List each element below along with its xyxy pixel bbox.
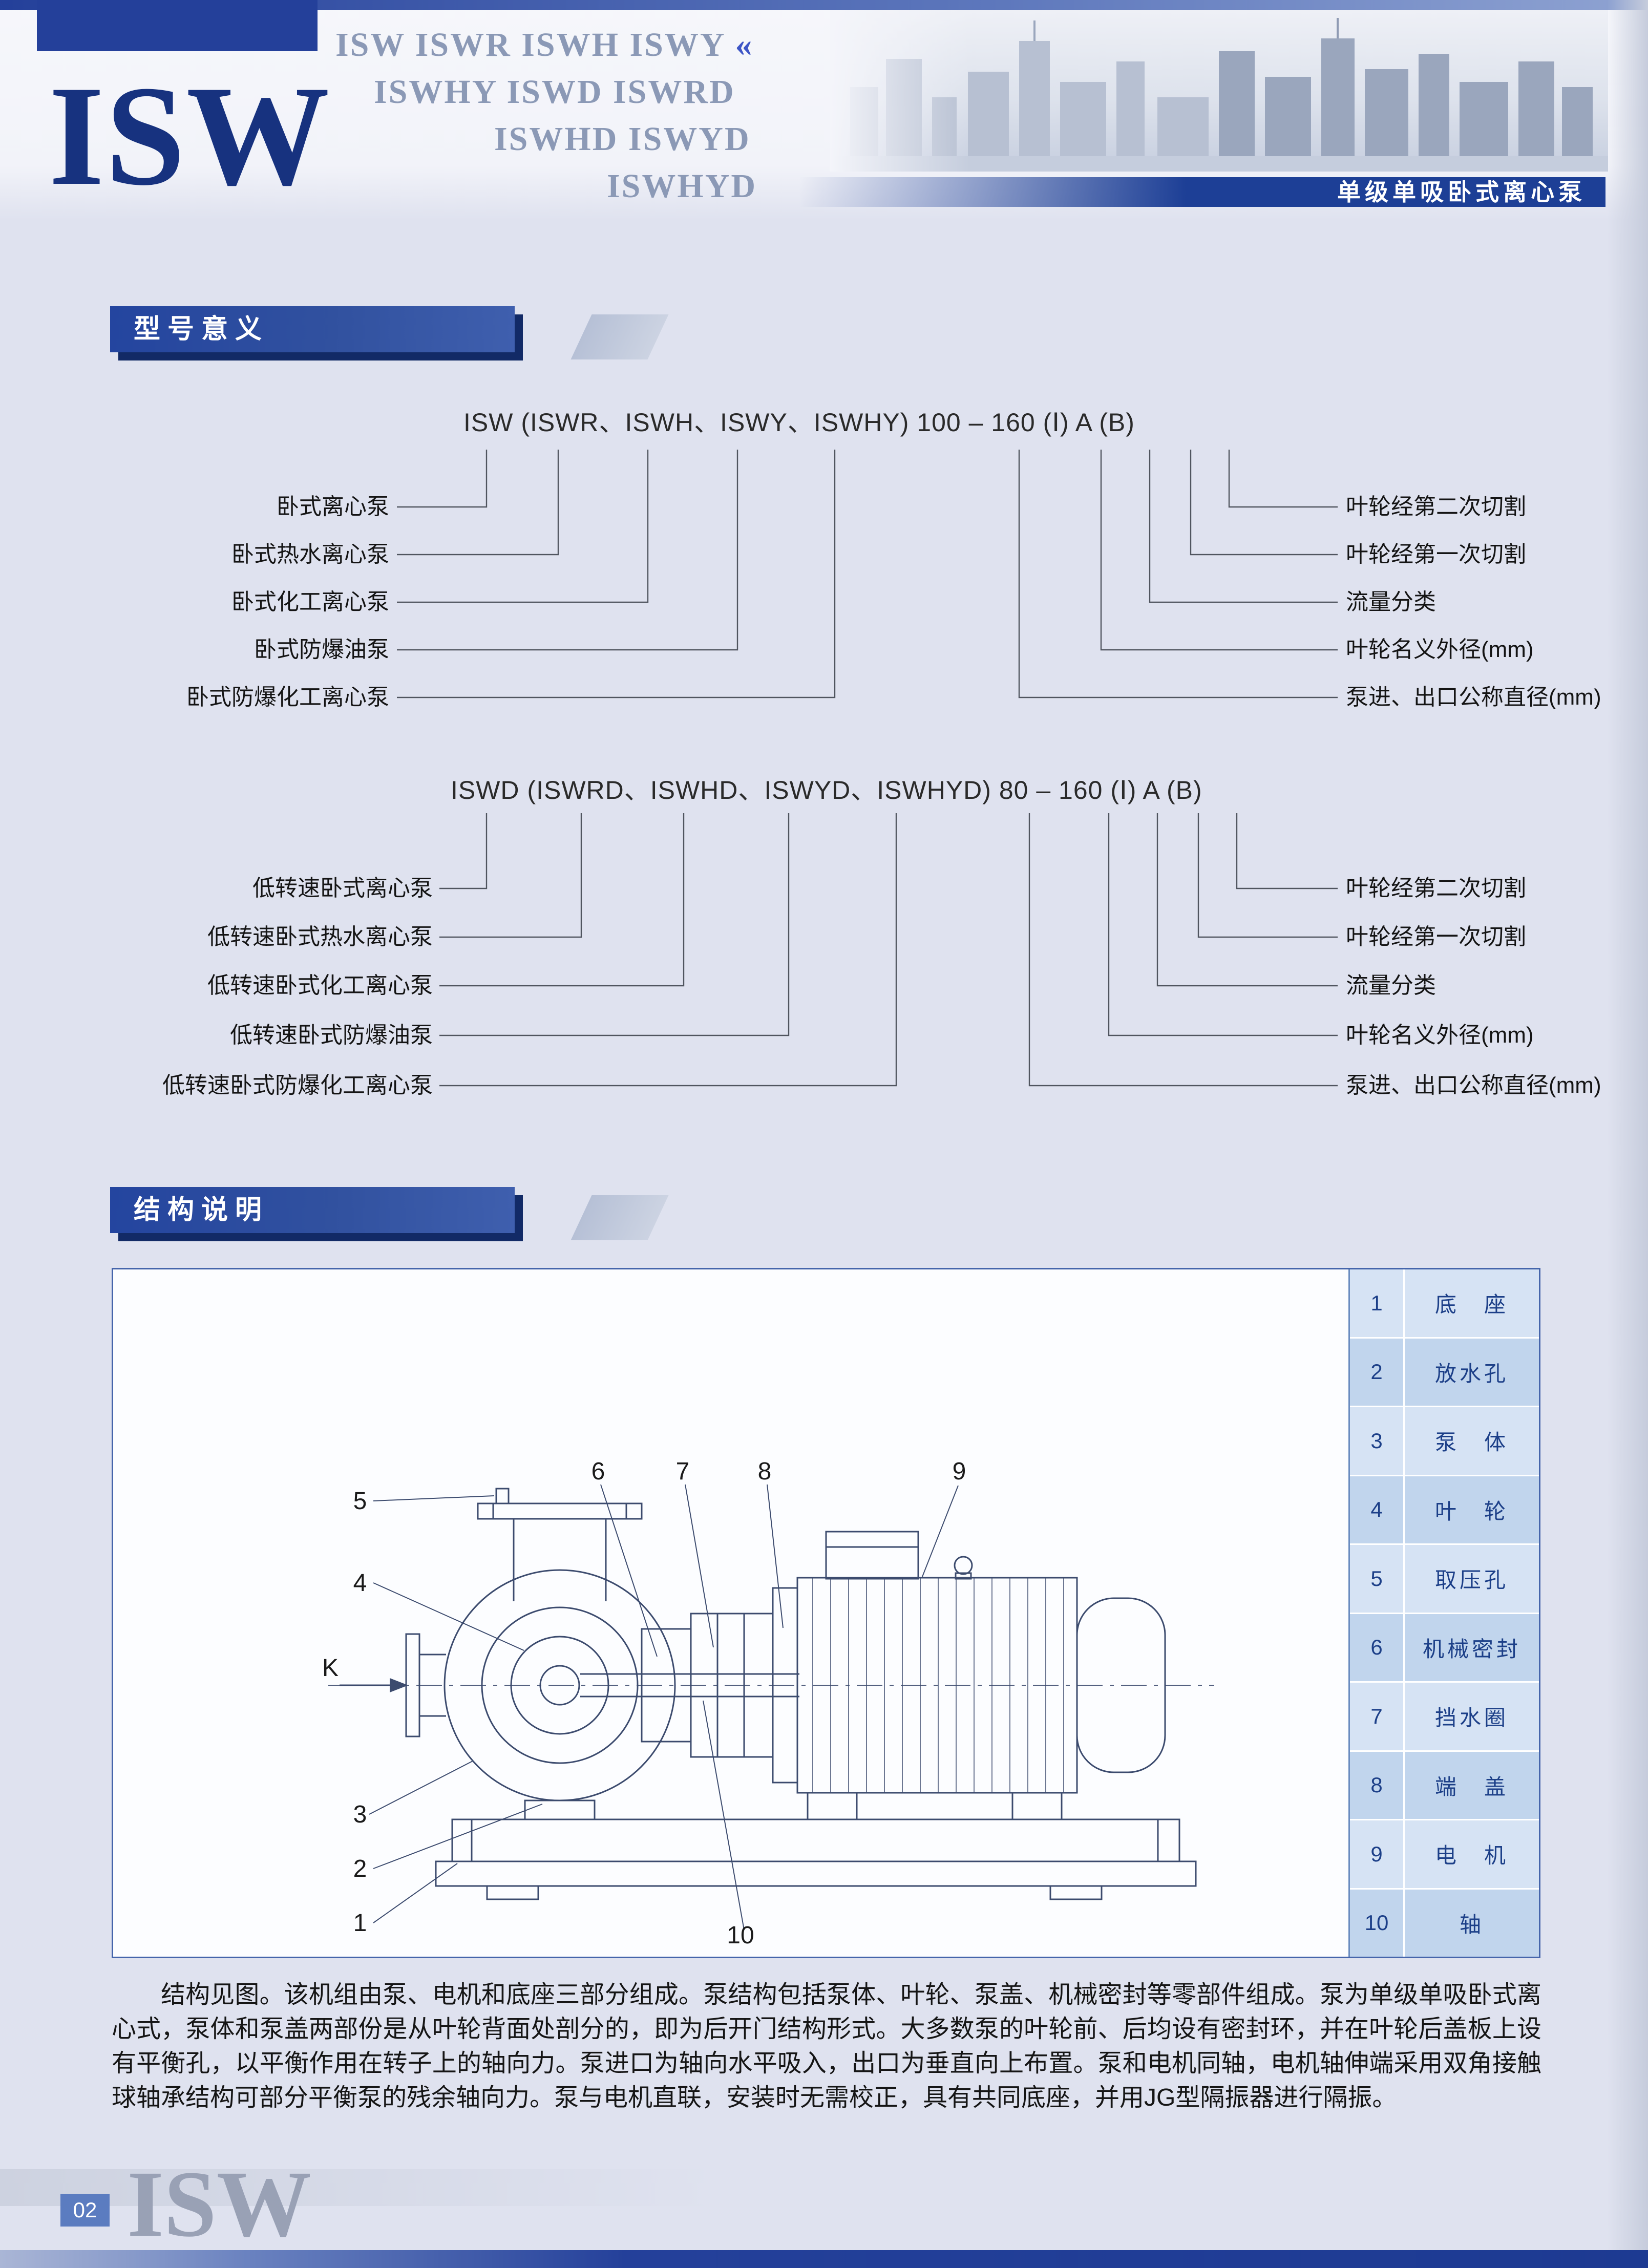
part-name: 取压孔	[1434, 1568, 1509, 1593]
section-title: 结构说明	[134, 1195, 269, 1225]
footer-logo: ISW	[127, 2152, 311, 2257]
header-model-line: ISW ISWR ISWH ISWY«	[335, 22, 855, 69]
part-number: 4	[1350, 1476, 1405, 1543]
callout-1: 1	[353, 1910, 367, 1937]
part-name: 底 座	[1434, 1292, 1509, 1317]
model-component-label: 泵进、出口公称直径(mm)	[1346, 1073, 1601, 1098]
photo-fade-overlay	[830, 10, 1608, 172]
callout-6: 6	[591, 1458, 605, 1485]
part-number: 6	[1350, 1614, 1405, 1681]
part-number: 9	[1350, 1820, 1405, 1888]
heading-tail-decor	[571, 314, 669, 359]
model-diagram-1-lines	[397, 450, 1338, 698]
model-component-label: 低转速卧式防爆化工离心泵	[162, 1073, 433, 1098]
callout-9: 9	[953, 1458, 966, 1485]
brand-logo: ISW	[49, 56, 331, 215]
callout-leader-lines	[369, 1484, 959, 1931]
part-number: 3	[1350, 1407, 1405, 1475]
model-component-label: 卧式化工离心泵	[231, 589, 389, 614]
parts-row: 7 挡水圈	[1350, 1683, 1539, 1752]
part-name: 放水孔	[1434, 1361, 1509, 1386]
model-component-label: 卧式防爆化工离心泵	[186, 685, 389, 710]
callout-8: 8	[758, 1458, 772, 1485]
callout-7: 7	[676, 1458, 690, 1485]
header-model-line: ISWHYD	[607, 167, 757, 205]
parts-row: 4 叶 轮	[1350, 1476, 1539, 1545]
section-heading-structure: 结构说明	[110, 1187, 673, 1246]
part-name: 端 盖	[1434, 1774, 1509, 1799]
model-component-label: 流量分类	[1346, 589, 1436, 614]
page-edge-shadow	[1607, 0, 1648, 2268]
model-component-label: 叶轮经第二次切割	[1346, 876, 1526, 901]
model-diagram-2-lines	[439, 813, 1338, 1087]
parts-row: 3 泵 体	[1350, 1407, 1539, 1476]
model-component-label: 泵进、出口公称直径(mm)	[1346, 685, 1601, 710]
part-name: 电 机	[1434, 1843, 1509, 1868]
model-component-label: 流量分类	[1346, 973, 1436, 998]
model-designation-2: ISWD (ISWRD、ISWHD、ISWYD、ISWHYD) 80 – 160…	[451, 776, 1202, 804]
header-model-list: ISW ISWR ISWH ISWY« ISWHY ISWD ISWRD ISW…	[318, 22, 855, 210]
header-model-line: ISWHD ISWYD	[494, 120, 751, 158]
part-name: 轴	[1459, 1912, 1484, 1937]
part-number: 8	[1350, 1751, 1405, 1819]
callout-10: 10	[727, 1922, 754, 1949]
part-number: 7	[1350, 1683, 1405, 1750]
page-number-badge: 02	[60, 2194, 110, 2227]
structure-figure: 5 4 K 3 2 1 6 7 8 9 10 1 底 座 2 放水孔 3 泵 体 4 叶…	[112, 1268, 1540, 1958]
part-name: 泵 体	[1434, 1430, 1509, 1455]
page-subtitle: 单级单吸卧式离心泵	[1337, 179, 1586, 205]
parts-table: 1 底 座 2 放水孔 3 泵 体 4 叶 轮 5 取压孔 6 机械密封 7 挡水圈 8 端 盖…	[1348, 1269, 1539, 1957]
callout-2: 2	[353, 1855, 367, 1882]
heading-plate: 结构说明	[110, 1187, 515, 1233]
part-number: 2	[1350, 1338, 1405, 1406]
parts-row: 2 放水孔	[1350, 1338, 1539, 1407]
header-model-line: ISWHY ISWD ISWRD	[374, 73, 735, 111]
model-component-label: 叶轮经第一次切割	[1346, 542, 1526, 567]
model-component-label: 叶轮名义外径(mm)	[1346, 1023, 1534, 1048]
heading-tail-decor	[571, 1195, 669, 1240]
model-component-label: 叶轮经第一次切割	[1346, 924, 1526, 949]
heading-plate: 型号意义	[110, 306, 515, 352]
model-component-label: 低转速卧式热水离心泵	[207, 924, 433, 949]
model-component-label: 低转速卧式防爆油泵	[230, 1023, 433, 1048]
part-name: 机械密封	[1422, 1637, 1521, 1661]
section-title: 型号意义	[134, 314, 269, 344]
model-component-label: 低转速卧式离心泵	[252, 876, 433, 901]
part-name: 挡水圈	[1434, 1706, 1509, 1730]
footer-bar	[0, 2250, 1648, 2268]
model-component-label: 卧式离心泵	[277, 494, 389, 519]
model-designation-1: ISW (ISWR、ISWH、ISWY、ISWHY) 100 – 160 (Ⅰ)…	[463, 408, 1135, 437]
part-number: 10	[1350, 1889, 1405, 1957]
parts-row: 5 取压孔	[1350, 1545, 1539, 1614]
page-subtitle-bar: 单级单吸卧式离心泵	[799, 177, 1605, 207]
top-accent-strip	[0, 0, 1648, 10]
part-number: 5	[1350, 1545, 1405, 1613]
parts-row: 1 底 座	[1350, 1269, 1539, 1339]
section-heading-model-meaning: 型号意义	[110, 306, 673, 365]
callout-k: K	[322, 1655, 339, 1682]
parts-row: 6 机械密封	[1350, 1614, 1539, 1683]
model-component-label: 卧式热水离心泵	[231, 542, 389, 567]
pump-cross-section-drawing: 5 4 K 3 2 1 6 7 8 9 10	[322, 1458, 1214, 1949]
part-number: 1	[1350, 1269, 1405, 1337]
part-name: 叶 轮	[1434, 1499, 1509, 1523]
inlet-flow-arrow	[340, 1678, 408, 1692]
cityscape-photo	[830, 10, 1608, 172]
callout-4: 4	[353, 1570, 367, 1597]
structure-description-paragraph: 结构见图。该机组由泵、电机和底座三部分组成。泵结构包括泵体、叶轮、泵盖、机械密封…	[112, 1981, 1541, 2111]
parts-row: 9 电 机	[1350, 1820, 1539, 1890]
header-model-line-text: ISW ISWR ISWH ISWY	[335, 26, 726, 63]
model-component-label: 叶轮经第二次切割	[1346, 494, 1526, 519]
callout-3: 3	[353, 1801, 367, 1828]
parts-row: 8 端 盖	[1350, 1751, 1539, 1820]
footer-band-decor	[0, 2169, 896, 2206]
model-component-label: 卧式防爆油泵	[254, 637, 389, 662]
callout-5: 5	[353, 1488, 367, 1515]
logo-accent-block	[37, 0, 318, 51]
model-component-label: 叶轮名义外径(mm)	[1346, 637, 1534, 662]
parts-row: 10 轴	[1350, 1889, 1539, 1957]
model-component-label: 低转速卧式化工离心泵	[207, 973, 433, 998]
chevron-left-icon: «	[735, 26, 754, 63]
